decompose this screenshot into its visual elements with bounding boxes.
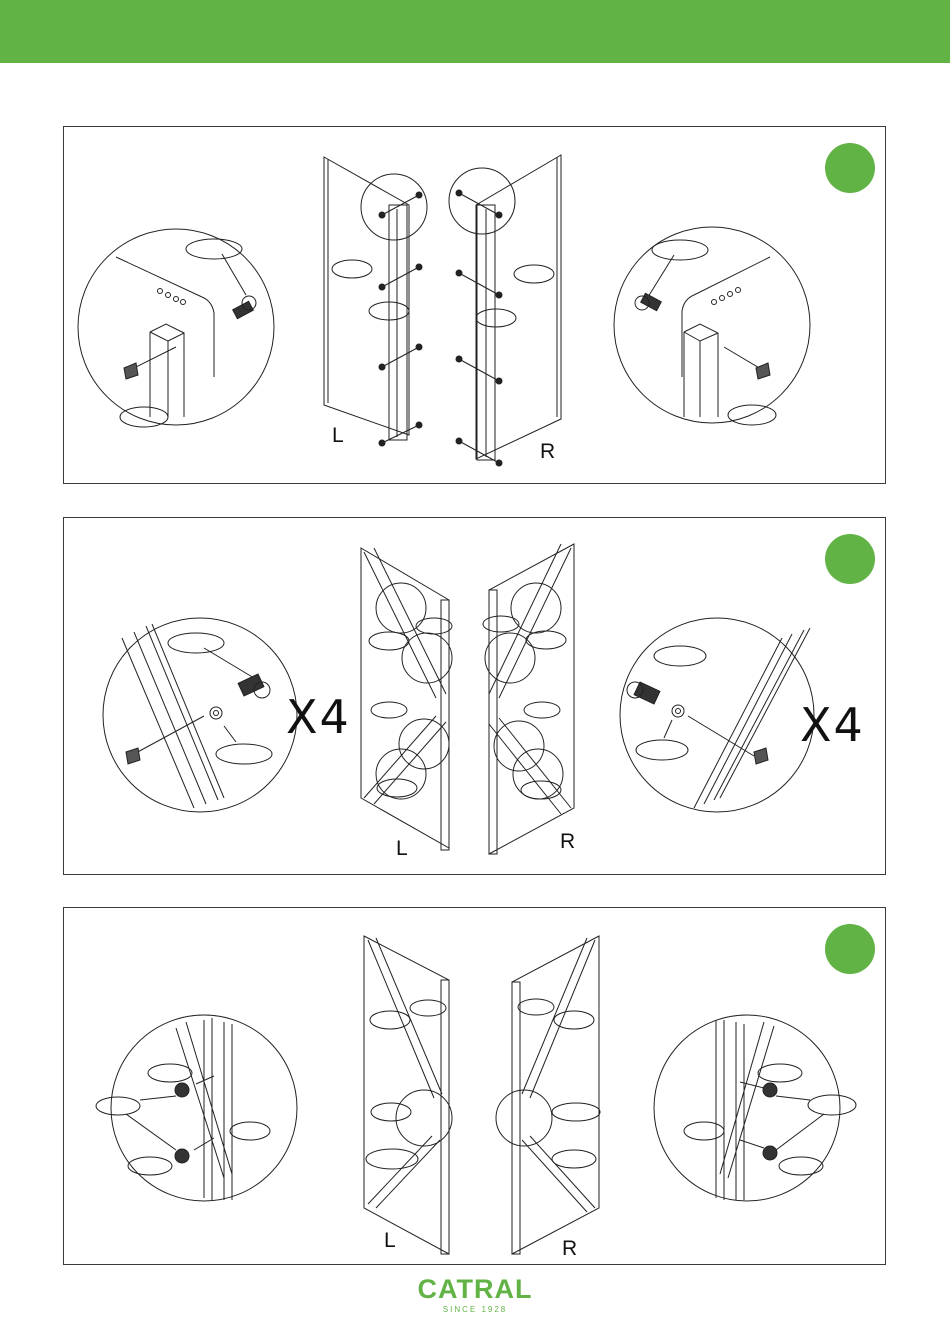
brand-logo: CATRAL (0, 1274, 950, 1305)
detail-circle-left (96, 1015, 297, 1201)
panel-drawing-right (483, 544, 574, 854)
assembly-drawing-2 (64, 518, 887, 876)
quantity-label-left: X4 (286, 694, 351, 740)
detail-circle-right (620, 618, 814, 812)
detail-circle-left (78, 229, 274, 427)
header-bar (0, 0, 950, 63)
side-label-right: R (560, 831, 575, 852)
panel-drawing-left (364, 936, 452, 1254)
side-label-left: L (396, 838, 408, 859)
detail-circle-right (654, 1015, 856, 1201)
detail-circle-left (103, 618, 297, 812)
step-panel-2: X4 X4 L R (63, 517, 886, 875)
panel-drawing-left (361, 548, 452, 850)
panel-drawing-right (496, 936, 600, 1254)
side-label-right: R (562, 1238, 577, 1259)
assembly-drawing-1 (64, 127, 887, 485)
quantity-label-right: X4 (800, 702, 865, 748)
panel-drawing-right (449, 155, 561, 466)
assembly-drawing-3 (64, 908, 887, 1266)
brand-tagline: SINCE 1928 (0, 1305, 950, 1314)
side-label-right: R (540, 441, 555, 462)
panel-drawing-left (324, 157, 427, 446)
side-label-left: L (332, 425, 344, 446)
step-panel-1: L R (63, 126, 886, 484)
step-panel-3: L R (63, 907, 886, 1265)
detail-circle-right (614, 227, 810, 425)
side-label-left: L (384, 1230, 396, 1251)
